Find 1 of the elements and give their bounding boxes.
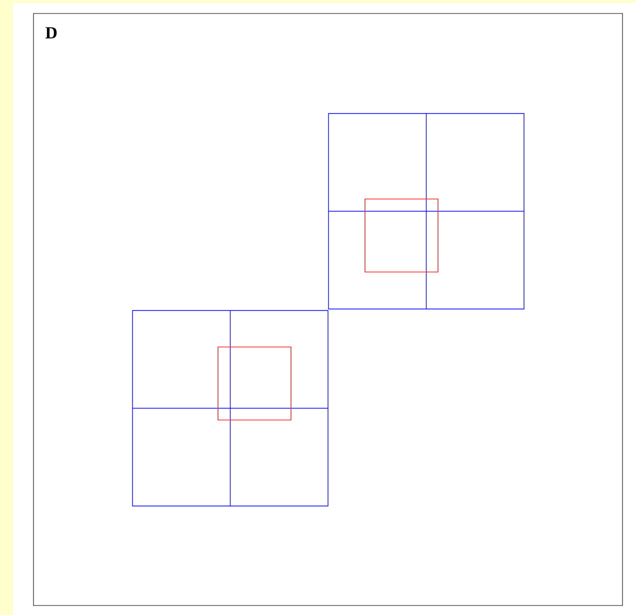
- panel-label: D: [46, 27, 57, 38]
